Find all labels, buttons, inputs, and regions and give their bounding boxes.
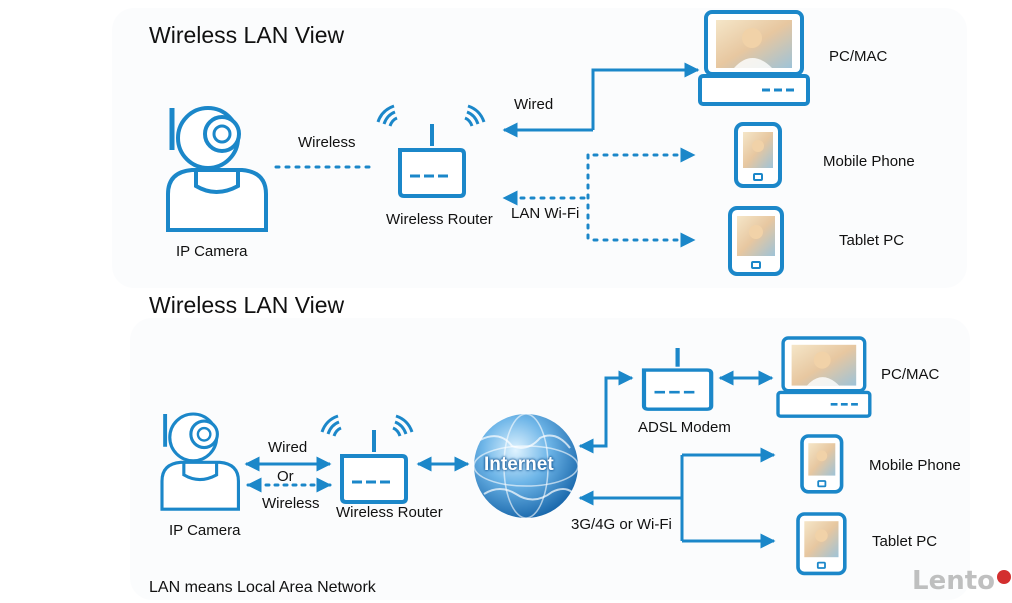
bottom-tablet-label: Tablet PC (872, 533, 938, 550)
top-tablet-label: Tablet PC (839, 232, 905, 249)
internet-globe-icon (473, 413, 579, 519)
top-panel (112, 8, 967, 288)
bottom-mobile-phone-label: Mobile Phone (869, 457, 961, 474)
bottom-tablet-icon (796, 512, 847, 576)
top-ip-camera-label: IP Camera (176, 243, 248, 260)
watermark-logo: Lento (912, 566, 1012, 596)
bottom-router-icon (320, 414, 414, 504)
bottom-title: Wireless LAN View (149, 292, 345, 318)
top-wired-label: Wired (514, 96, 554, 113)
adsl-modem-label: ADSL Modem (638, 419, 731, 436)
top-wired-link (591, 62, 700, 130)
bottom-mobile-phone-icon (800, 434, 844, 494)
bottom-ip-camera-icon (160, 412, 241, 512)
bottom-ip-camera-label: IP Camera (169, 522, 241, 539)
top-title: Wireless LAN View (149, 22, 345, 48)
watermark-text: Lento (912, 566, 996, 596)
bottom-pc-label: PC/MAC (881, 366, 940, 383)
top-mobile-phone-label: Mobile Phone (823, 153, 915, 170)
top-tablet-icon (728, 206, 784, 276)
top-router-label: Wireless Router (386, 211, 493, 228)
bottom-pc-icon (776, 336, 872, 418)
watermark-dot-icon (997, 570, 1012, 584)
bottom-or-label: Or (277, 468, 294, 485)
top-lan-wifi-label: LAN Wi-Fi (511, 205, 580, 222)
bottom-wireless-label: Wireless (262, 495, 320, 512)
bottom-mobile-net-label: 3G/4G or Wi-Fi (571, 516, 672, 533)
bottom-router-label: Wireless Router (336, 504, 443, 521)
top-mobile-phone-icon (734, 122, 782, 188)
footer-caption: LAN means Local Area Network (149, 579, 376, 596)
bottom-wired-label: Wired (268, 439, 308, 456)
top-router-icon (376, 104, 486, 198)
internet-label: Internet (484, 454, 554, 475)
top-wireless-label: Wireless (298, 134, 356, 151)
top-pc-icon (698, 10, 810, 106)
top-pc-label: PC/MAC (829, 48, 888, 65)
adsl-modem-icon (644, 348, 711, 409)
top-ip-camera-icon (168, 108, 266, 230)
